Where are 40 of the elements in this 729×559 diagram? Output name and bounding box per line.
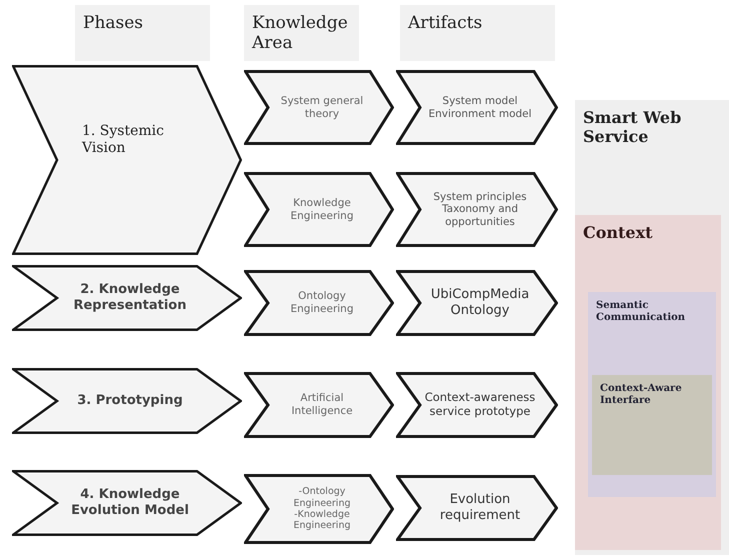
column-heading: Artifacts: [408, 13, 484, 34]
phase-label: 4. Knowledge Evolution Model: [70, 487, 190, 519]
knowledge-area-label: Ontology Engineering: [290, 290, 354, 316]
phase-step: [12, 368, 242, 434]
knowledge-area-step: [244, 172, 394, 247]
service-panel: [575, 100, 729, 555]
semantic-panel: [588, 292, 716, 497]
artifact-step: [396, 172, 558, 247]
artifact-label: System model Environment model: [427, 94, 533, 120]
panel-heading: Context: [583, 223, 654, 242]
knowledge-area-label: -Knowledge Engineering: [292, 509, 352, 532]
artifact-step: [396, 270, 558, 336]
knowledge-area-step: [244, 70, 394, 145]
knowledge-area-step: [244, 372, 394, 438]
phase-label: 2. Knowledge Representation: [72, 282, 188, 314]
panel-heading: Semantic Communication: [596, 300, 686, 324]
knowledge-area-step: [244, 270, 394, 336]
artifact-label: UbiCompMedia Ontology: [430, 287, 530, 319]
artifact-label: Evolution requirement: [438, 492, 522, 524]
knowledge-area-label: System general theory: [280, 94, 364, 120]
artifact-step: [396, 372, 558, 438]
phase-step: [12, 265, 242, 331]
column-heading: Knowledge Area: [252, 13, 349, 54]
phase-label: 1. Systemic Vision: [82, 123, 165, 157]
phase-step: [12, 65, 242, 255]
artifact-label: Context-awareness service prototype: [424, 391, 536, 419]
panel-heading: Context-Aware Interfare: [600, 383, 683, 407]
artifact-step: [396, 70, 558, 145]
phase-step: [12, 470, 242, 536]
panel-heading: Smart Web Service: [583, 108, 682, 146]
knowledge-area-label: -Ontology Engineering: [292, 486, 352, 509]
column-heading: Phases: [83, 13, 144, 34]
interface-panel: [592, 375, 712, 475]
knowledge-area-label: Artificial Intelligence: [290, 392, 354, 418]
phase-label: 3. Prototyping: [77, 393, 183, 409]
artifact-label: System principles Taxonomy and opportunities: [432, 190, 528, 228]
context-panel: [575, 215, 721, 550]
knowledge-area-label: Knowledge Engineering: [290, 196, 354, 222]
artifact-step: [396, 475, 558, 541]
knowledge-area-step: [244, 474, 394, 544]
